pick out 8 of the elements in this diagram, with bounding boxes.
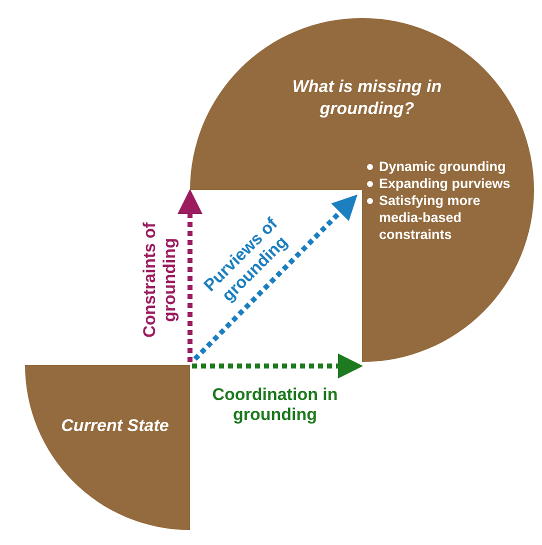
node-title: Current State bbox=[60, 415, 170, 437]
dotted-arrow bbox=[192, 354, 363, 378]
bullet-item: Dynamic grounding bbox=[379, 159, 506, 174]
node-title: What is missing in grounding? bbox=[291, 76, 443, 120]
dotted-arrow bbox=[193, 194, 358, 361]
dotted-arrow bbox=[178, 189, 202, 362]
bullet-item: Satisfying more media-based constraints bbox=[379, 193, 480, 242]
bullet-item: Expanding purviews bbox=[379, 176, 510, 191]
